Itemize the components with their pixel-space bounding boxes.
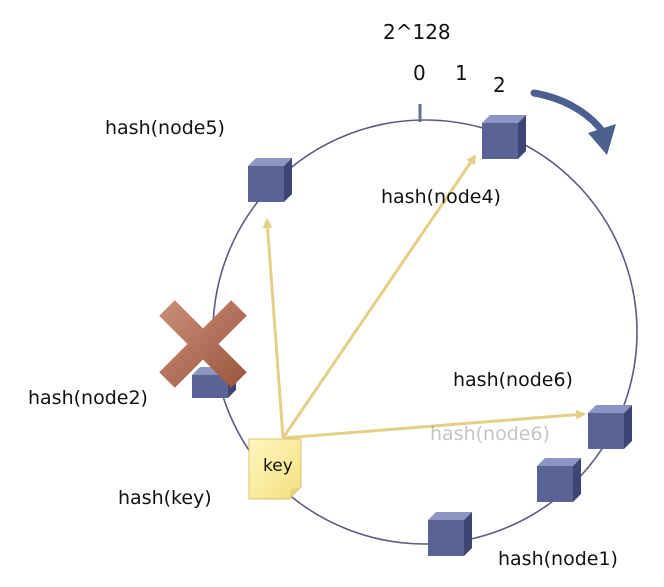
node2-label: hash(node2)	[28, 387, 148, 409]
ring-two-label: 2	[493, 73, 506, 97]
node5-cube	[248, 158, 292, 202]
x-mark-icon	[159, 300, 247, 388]
node4-cube	[482, 115, 526, 159]
arrow-to-node6	[282, 409, 586, 440]
key-hash-label: hash(key)	[118, 487, 212, 509]
key-arrows	[262, 154, 586, 440]
key-note-label: key	[263, 456, 293, 476]
node4-label: hash(node4)	[381, 186, 501, 208]
arrow-to-node4	[281, 154, 477, 439]
arrow-to-node5	[262, 218, 285, 439]
key-note: key	[248, 438, 302, 500]
node6-label: hash(node6)	[453, 369, 573, 391]
node1-label: hash(node1)	[498, 548, 618, 570]
ring-max-label: 2^128	[383, 20, 451, 44]
node1-cube-lower	[428, 512, 472, 556]
node6-faded-label: hash(node6)	[430, 423, 550, 445]
ring-zero-label: 0	[413, 61, 426, 85]
node6-cube	[588, 405, 632, 449]
node5-label: hash(node5)	[105, 117, 225, 139]
node1-cube-upper	[537, 458, 581, 502]
curved-arrow-icon	[530, 89, 616, 155]
ring-one-label: 1	[455, 61, 468, 85]
